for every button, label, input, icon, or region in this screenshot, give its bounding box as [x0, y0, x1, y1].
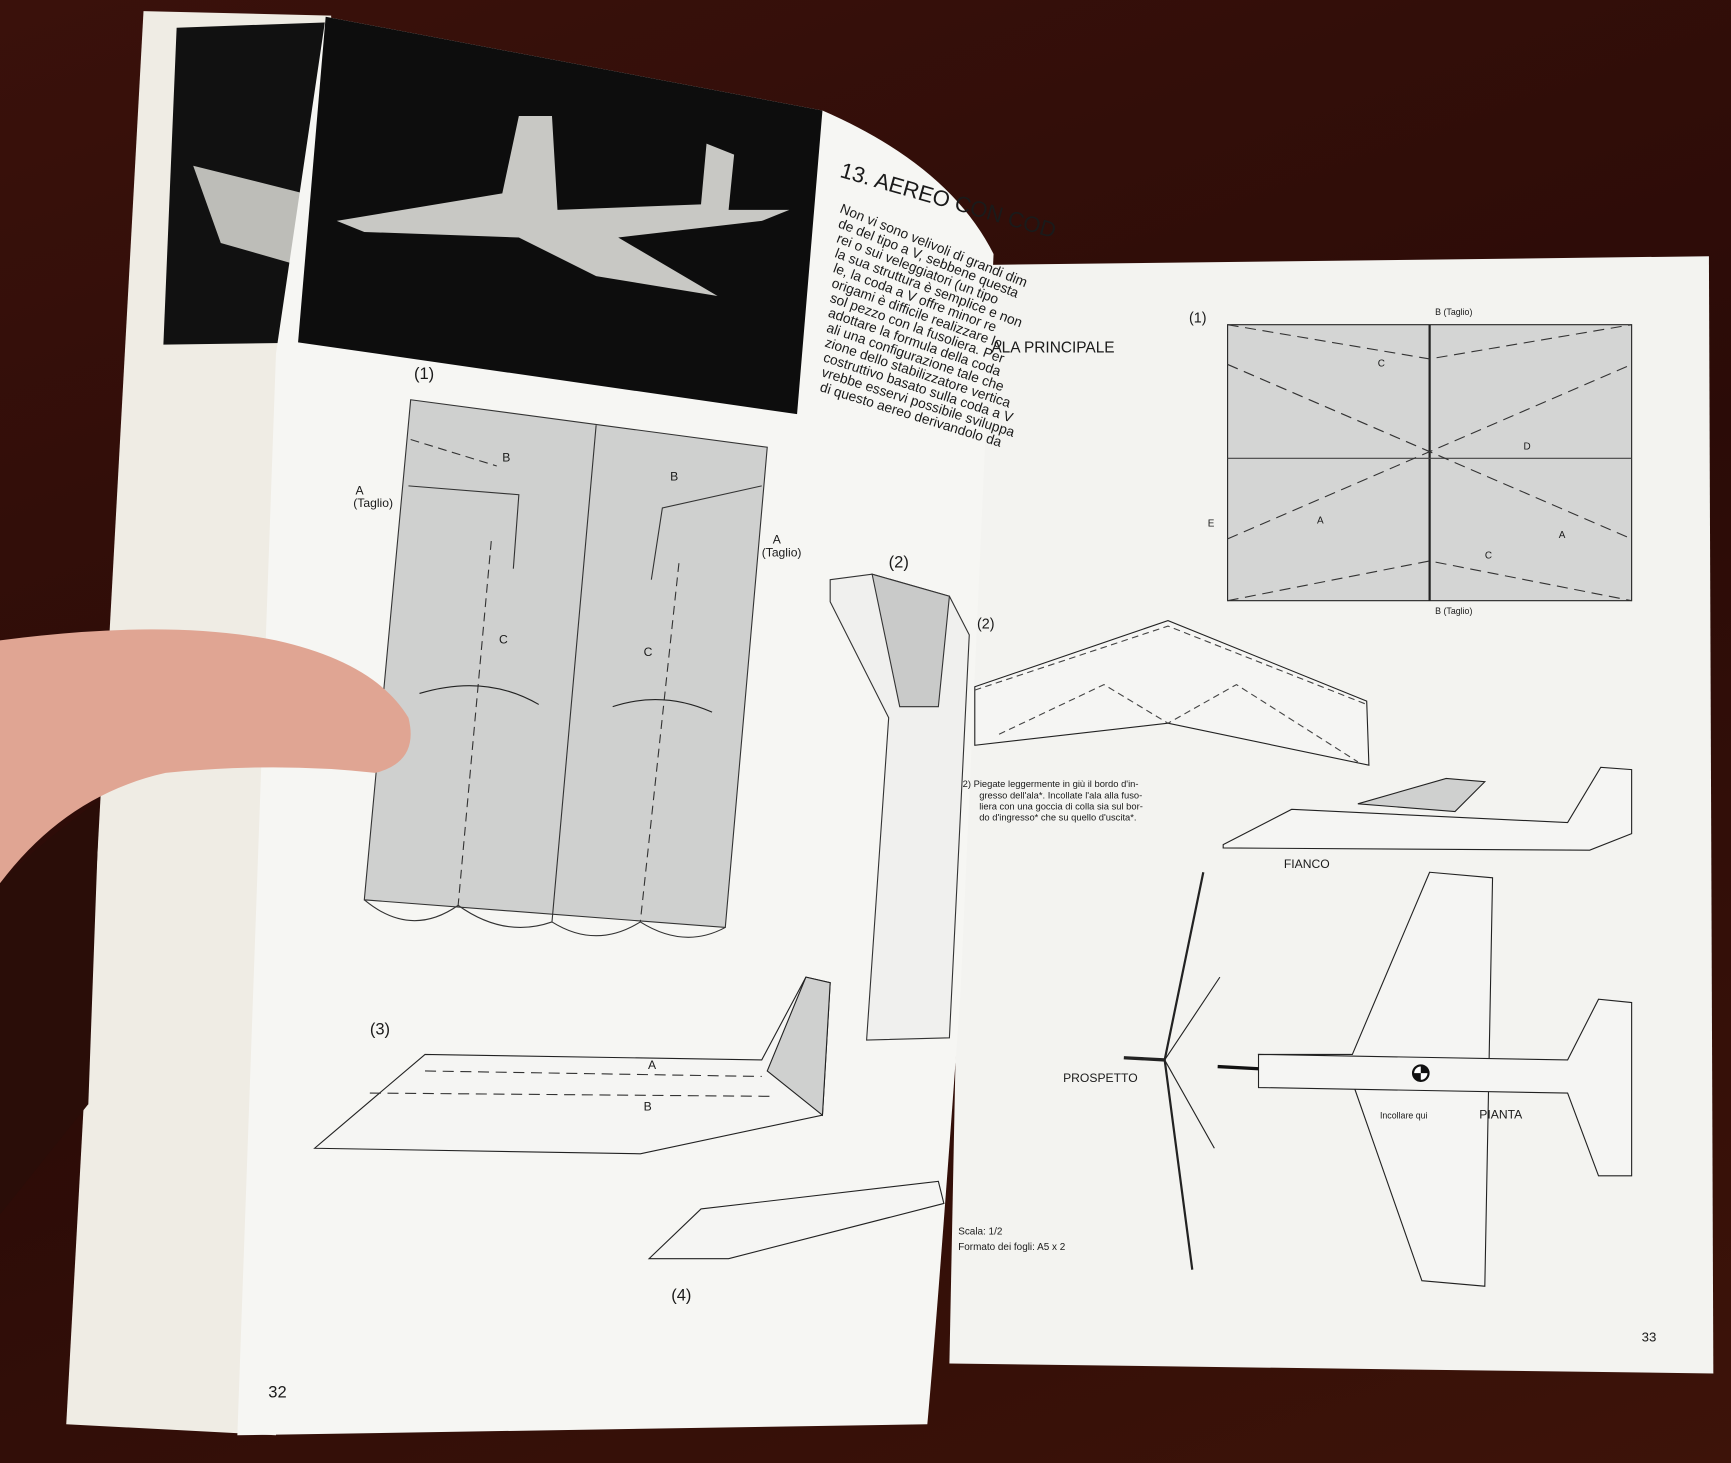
- glue-here-label: Incollare qui: [1380, 1110, 1428, 1120]
- label-taglio: (Taglio): [353, 496, 393, 510]
- label-e: E: [1208, 519, 1215, 530]
- fig4-diagram: [647, 1180, 945, 1260]
- fig2-label-right: (2): [977, 616, 995, 632]
- label-a: A: [773, 532, 782, 546]
- section-title: ALA PRINCIPALE: [991, 339, 1114, 356]
- fig1-fold-c-left: [457, 541, 492, 906]
- fig1-label: (1): [414, 364, 434, 383]
- instruction-caption: 2) Piegate leggermente in giù il bordo d…: [963, 779, 1143, 822]
- scale-text: Scala: 1/2: [958, 1226, 1003, 1237]
- fig1-label-right: (1): [1189, 310, 1207, 326]
- fig4-label: (4): [671, 1286, 691, 1305]
- label-a: A: [1317, 515, 1324, 526]
- caption-line: gresso dell'ala*. Incollate l'ala alla f…: [979, 790, 1142, 800]
- page-number-left: 32: [268, 1383, 286, 1402]
- label-a: A: [648, 1058, 657, 1072]
- fianco-label: FIANCO: [1284, 857, 1330, 871]
- label-a: A: [1559, 530, 1566, 541]
- fig2-label: (2): [889, 553, 909, 572]
- label-c: C: [499, 633, 508, 647]
- prospetto-label: PROSPETTO: [1063, 1071, 1138, 1085]
- label-c: C: [1378, 359, 1385, 370]
- finger: [0, 629, 411, 884]
- caption-line: 2) Piegate leggermente in giù il bordo d…: [963, 779, 1139, 789]
- label-c: C: [644, 645, 653, 659]
- label-taglio: (Taglio): [762, 546, 802, 560]
- top-view-fuselage: [1257, 998, 1633, 1177]
- fig1-paper-sheet: [363, 399, 768, 929]
- paper-airplane-photo: [336, 116, 790, 296]
- fig3-label: (3): [370, 1020, 390, 1039]
- fig1-cut-a-right: [650, 485, 762, 580]
- wing-fold-diagram: [974, 619, 1370, 766]
- label-b: B: [502, 451, 510, 465]
- fig1-center-line: [551, 425, 597, 922]
- label-c: C: [1485, 551, 1492, 562]
- label-d: D: [1523, 441, 1530, 452]
- label-b: B: [644, 1100, 652, 1114]
- label-b: B: [670, 469, 678, 483]
- side-view-diagram: [1222, 766, 1633, 851]
- fig1-fold-c-right: [639, 563, 680, 922]
- sheet-format-text: Formato dei fogli: A5 x 2: [958, 1242, 1065, 1253]
- fig1-cut-a-left: [408, 485, 520, 569]
- label-b-taglio: B (Taglio): [1435, 307, 1472, 317]
- fold-arrow-left: [419, 685, 540, 705]
- label-b-taglio: B (Taglio): [1435, 606, 1472, 616]
- caption-line: liera con una goccia di colla sia sul bo…: [979, 801, 1143, 811]
- pianta-label: PIANTA: [1479, 1107, 1523, 1121]
- underlying-plane-photo: [193, 165, 304, 266]
- fold-arrow-right: [612, 699, 713, 713]
- caption-line: do d'ingresso* che su quello d'uscita*.: [979, 812, 1136, 822]
- page-number-right: 33: [1642, 1329, 1657, 1344]
- label-a: A: [355, 484, 364, 498]
